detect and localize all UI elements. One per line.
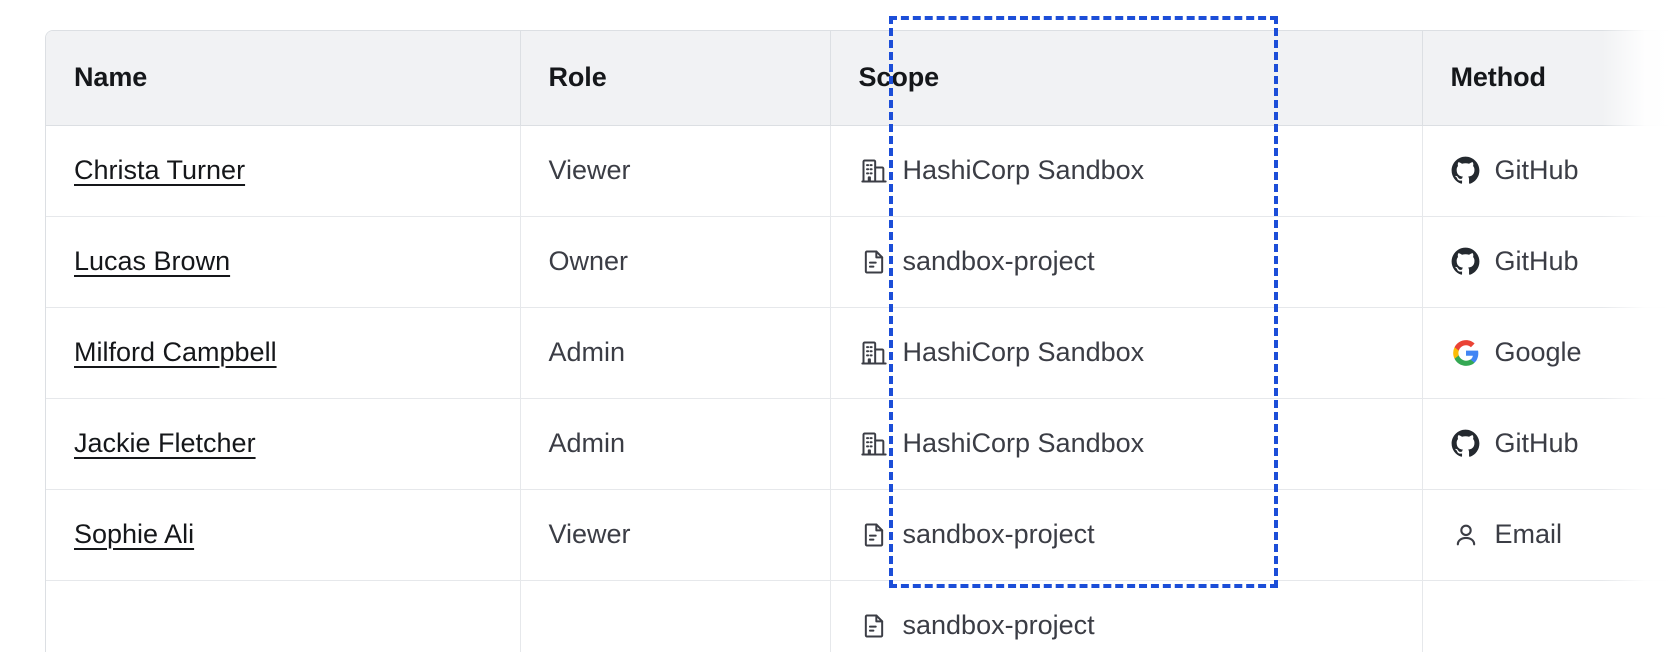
project-document-icon xyxy=(859,520,889,550)
table-scroll-viewport[interactable]: Name Role Scope Method Christa Turner Vi… xyxy=(45,30,1672,652)
cell-scope: HashiCorp Sandbox xyxy=(830,125,1423,217)
cell-method: Email xyxy=(1422,489,1672,581)
scope-label: HashiCorp Sandbox xyxy=(902,155,1145,185)
table-row: Sophie Ali Viewer xyxy=(46,489,1672,581)
cell-method xyxy=(1422,580,1672,652)
cell-role: Viewer xyxy=(520,125,831,217)
cell-scope: sandbox-project xyxy=(830,580,1423,652)
cell-name: Sophie Ali xyxy=(46,489,521,581)
organization-building-icon xyxy=(859,429,889,459)
user-name-link[interactable]: Sophie Ali xyxy=(74,519,195,549)
scope-label: HashiCorp Sandbox xyxy=(902,337,1145,367)
user-name-link[interactable]: Milford Campbell xyxy=(74,337,277,367)
method-label: GitHub xyxy=(1494,246,1579,276)
google-icon xyxy=(1451,338,1481,368)
permissions-table-card: Name Role Scope Method Christa Turner Vi… xyxy=(45,30,1672,652)
github-icon xyxy=(1451,247,1481,277)
cell-method: GitHub xyxy=(1422,216,1672,308)
column-header-name[interactable]: Name xyxy=(46,31,521,126)
project-document-icon xyxy=(859,247,889,277)
scope-label: sandbox-project xyxy=(902,610,1095,640)
cell-role: Owner xyxy=(520,216,831,308)
cell-name: Jackie Fletcher xyxy=(46,398,521,490)
cell-scope: HashiCorp Sandbox xyxy=(830,398,1423,490)
cell-name: Milford Campbell xyxy=(46,307,521,399)
permissions-table: Name Role Scope Method Christa Turner Vi… xyxy=(46,31,1672,652)
cell-scope: sandbox-project xyxy=(830,489,1423,581)
cell-name xyxy=(46,580,521,652)
cell-method: GitHub xyxy=(1422,398,1672,490)
github-icon xyxy=(1451,156,1481,186)
user-name-link[interactable]: Jackie Fletcher xyxy=(74,428,256,458)
cell-role: Admin xyxy=(520,398,831,490)
cell-name: Christa Turner xyxy=(46,125,521,217)
user-name-link[interactable]: Lucas Brown xyxy=(74,246,231,276)
cell-name: Lucas Brown xyxy=(46,216,521,308)
table-row: sandbox-project xyxy=(46,580,1672,652)
method-label: GitHub xyxy=(1494,155,1579,185)
table-row: Christa Turner Viewer xyxy=(46,125,1672,217)
cell-role: Admin xyxy=(520,307,831,399)
cell-scope: sandbox-project xyxy=(830,216,1423,308)
cell-method: Google xyxy=(1422,307,1672,399)
cell-method: GitHub xyxy=(1422,125,1672,217)
table-row: Lucas Brown Owner xyxy=(46,216,1672,308)
organization-building-icon xyxy=(859,156,889,186)
table-row: Jackie Fletcher Admin xyxy=(46,398,1672,490)
method-label: Email xyxy=(1494,519,1563,549)
scope-label: sandbox-project xyxy=(902,246,1095,276)
cell-scope: HashiCorp Sandbox xyxy=(830,307,1423,399)
organization-building-icon xyxy=(859,338,889,368)
scope-label: sandbox-project xyxy=(902,519,1095,549)
method-label: GitHub xyxy=(1494,428,1579,458)
user-person-icon xyxy=(1451,520,1481,550)
table-body: Christa Turner Viewer xyxy=(46,125,1672,652)
cell-role xyxy=(520,580,831,652)
github-icon xyxy=(1451,429,1481,459)
table-header: Name Role Scope Method xyxy=(46,31,1672,126)
scope-label: HashiCorp Sandbox xyxy=(902,428,1145,458)
user-name-link[interactable]: Christa Turner xyxy=(74,155,246,185)
project-document-icon xyxy=(859,611,889,641)
column-header-method[interactable]: Method xyxy=(1422,31,1672,126)
column-header-scope[interactable]: Scope xyxy=(830,31,1423,126)
column-header-role[interactable]: Role xyxy=(520,31,831,126)
table-row: Milford Campbell Admin xyxy=(46,307,1672,399)
method-label: Google xyxy=(1494,337,1582,367)
table-header-row: Name Role Scope Method xyxy=(46,31,1672,126)
cell-role: Viewer xyxy=(520,489,831,581)
